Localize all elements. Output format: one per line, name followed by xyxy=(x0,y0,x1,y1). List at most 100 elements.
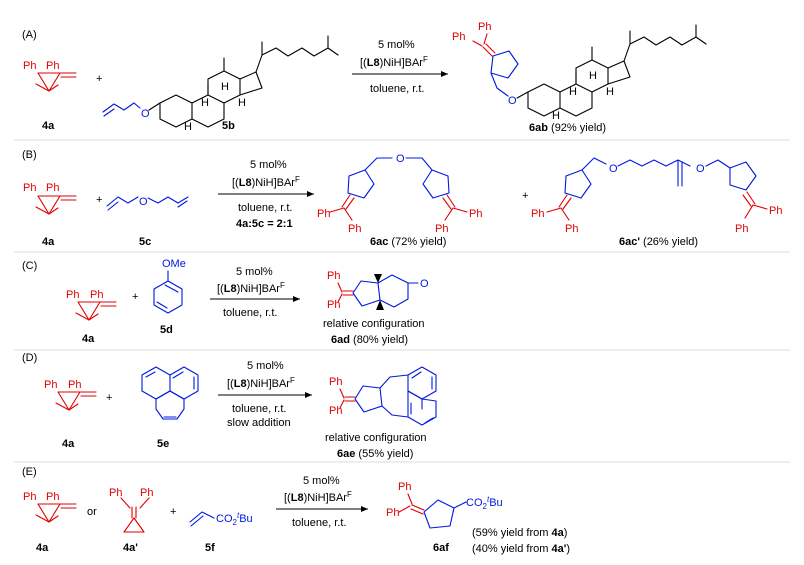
phenyl-label: Ph xyxy=(329,376,342,388)
reactant-4a-structure: Ph Ph xyxy=(44,379,97,411)
phenyl-label: Ph xyxy=(478,21,491,33)
reactant-4a-prime-structure: Ph Ph xyxy=(109,487,153,533)
yield-from-4a: (59% yield from 4a) xyxy=(472,527,567,539)
phenyl-label: Ph xyxy=(46,60,59,72)
phenyl-label: Ph xyxy=(68,379,81,391)
reactant-5f-structure: CO2tBu xyxy=(189,511,253,527)
compound-label-4a: 4a xyxy=(62,438,75,450)
plus-sign: + xyxy=(106,392,112,404)
hydrogen-label: H xyxy=(238,97,246,109)
oxygen-label: O xyxy=(139,196,148,208)
phenyl-label: Ph xyxy=(90,289,103,301)
plus-sign: + xyxy=(96,73,102,85)
compound-label-4a: 4a xyxy=(42,236,55,248)
catalyst-formula: [(L8)NiH]BArF xyxy=(360,55,428,69)
section-a: (A) Ph Ph 4a + O H H H H xyxy=(22,21,707,134)
phenyl-label: Ph xyxy=(140,487,153,499)
reactant-4a-structure: Ph Ph xyxy=(23,182,77,215)
product-label-6af: 6af xyxy=(433,542,449,554)
phenyl-label: Ph xyxy=(327,299,340,311)
hydrogen-label: H xyxy=(569,86,577,98)
relative-configuration-note: relative configuration xyxy=(323,318,425,330)
section-d: (D) Ph Ph 4a + 5e 5 mol% [(L8)NiH]BArF t… xyxy=(22,352,437,460)
reactant-5d-structure: OMe xyxy=(153,258,186,314)
product-6af-structure: Ph Ph CO2tBu xyxy=(386,481,503,529)
reaction-conditions: toluene, r.t. xyxy=(292,517,346,529)
arrowhead-icon xyxy=(307,191,314,197)
hydrogen-label: H xyxy=(201,97,209,109)
reactant-5e-structure xyxy=(141,366,199,420)
product-6ab-structure: Ph Ph O H H H H xyxy=(452,21,707,122)
product-6ac-structure: O Ph Ph Ph Ph xyxy=(317,153,482,235)
hydrogen-label: H xyxy=(606,86,614,98)
phenyl-label: Ph xyxy=(66,289,79,301)
ester-label: CO2tBu xyxy=(216,511,253,527)
phenyl-label: Ph xyxy=(735,223,748,235)
reactant-4a-structure: Ph Ph xyxy=(23,60,77,92)
catalyst-formula: [(L8)NiH]BArF xyxy=(227,376,295,390)
section-b-label: (B) xyxy=(22,149,37,161)
stereo-wedge xyxy=(374,274,382,283)
ester-label: CO2tBu xyxy=(466,495,503,511)
catalyst-loading: 5 mol% xyxy=(236,266,273,278)
phenyl-label: Ph xyxy=(386,507,399,519)
catalyst-loading: 5 mol% xyxy=(247,360,284,372)
phenyl-label: Ph xyxy=(44,379,57,391)
hydrogen-label: H xyxy=(184,121,192,133)
oxygen-label: O xyxy=(696,163,705,175)
compound-label-5e: 5e xyxy=(157,438,169,450)
product-label-6ac-prime: 6ac' (26% yield) xyxy=(619,236,698,248)
phenyl-label: Ph xyxy=(398,481,411,493)
oxygen-label: O xyxy=(508,95,517,107)
section-e: (E) Ph Ph 4a or Ph Ph 4a' + CO2tBu 5f 5 … xyxy=(22,466,570,555)
stereo-wedge xyxy=(376,300,384,310)
phenyl-label: Ph xyxy=(23,491,36,503)
product-label-6ac: 6ac (72% yield) xyxy=(370,236,446,248)
compound-label-4a: 4a xyxy=(42,120,55,132)
phenyl-label: Ph xyxy=(348,223,361,235)
plus-sign: + xyxy=(132,291,138,303)
compound-label-5f: 5f xyxy=(205,542,215,554)
reaction-conditions: toluene, r.t. xyxy=(232,403,286,415)
catalyst-loading: 5 mol% xyxy=(378,39,415,51)
hydrogen-label: H xyxy=(552,110,560,122)
oxygen-label: O xyxy=(609,163,618,175)
reactant-5c-structure: O xyxy=(106,196,189,211)
phenyl-label: Ph xyxy=(46,182,59,194)
phenyl-label: Ph xyxy=(531,208,544,220)
catalyst-loading: 5 mol% xyxy=(250,159,287,171)
relative-configuration-note: relative configuration xyxy=(325,432,427,444)
phenyl-label: Ph xyxy=(469,208,482,220)
compound-label-4a-prime: 4a' xyxy=(123,542,138,554)
oxygen-label: O xyxy=(420,278,429,290)
compound-label-5b: 5b xyxy=(222,120,235,132)
slow-addition-condition: slow addition xyxy=(227,417,291,429)
yield-from-4a-prime: (40% yield from 4a') xyxy=(472,543,570,555)
catalyst-formula: [(L8)NiH]BArF xyxy=(232,175,300,189)
product-label-6ab: 6ab (92% yield) xyxy=(529,122,606,134)
oxygen-label: O xyxy=(141,108,150,120)
section-a-label: (A) xyxy=(22,29,37,41)
phenyl-label: Ph xyxy=(317,208,330,220)
phenyl-label: Ph xyxy=(46,491,59,503)
arrowhead-icon xyxy=(305,392,312,398)
hydrogen-label: H xyxy=(589,70,597,82)
hydrogen-label: H xyxy=(221,81,229,93)
product-6ad-structure: Ph Ph O xyxy=(327,270,429,311)
phenyl-label: Ph xyxy=(23,182,36,194)
section-c: (C) Ph Ph 4a + OMe 5d 5 mol% [(L8)NiH]BA… xyxy=(22,258,429,346)
stoichiometry-condition: 4a:5c = 2:1 xyxy=(236,218,293,230)
section-e-label: (E) xyxy=(22,466,37,478)
catalyst-loading: 5 mol% xyxy=(303,475,340,487)
section-d-label: (D) xyxy=(22,352,37,364)
section-b: (B) Ph Ph 4a + O 5c 5 mol% [(L8)NiH]BArF… xyxy=(22,149,782,248)
arrowhead-icon xyxy=(441,71,448,77)
plus-sign: + xyxy=(522,190,528,202)
catalyst-formula: [(L8)NiH]BArF xyxy=(284,490,352,504)
product-6ac-prime-structure: O O Ph Ph Ph Ph xyxy=(531,157,782,235)
product-6ae-structure: Ph Ph xyxy=(329,366,437,426)
phenyl-label: Ph xyxy=(452,31,465,43)
compound-label-5c: 5c xyxy=(139,236,151,248)
arrowhead-icon xyxy=(361,506,368,512)
